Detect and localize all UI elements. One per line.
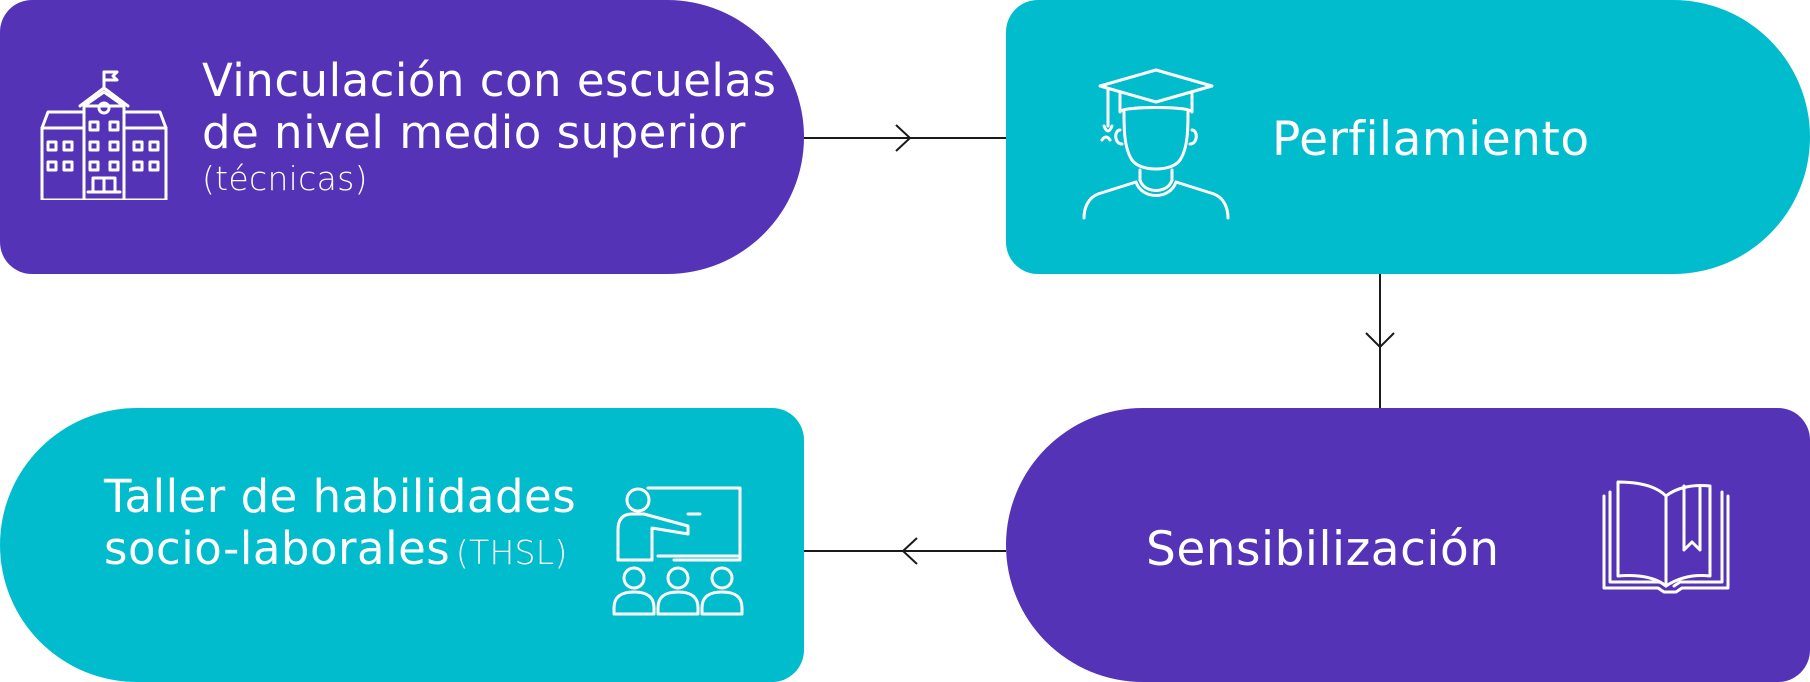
school-building-icon [40, 70, 168, 200]
step-taller-box [0, 408, 804, 682]
step-vinculacion-label: Vinculación con escuelas de nivel medio … [202, 54, 802, 199]
teacher-classroom-icon [612, 486, 744, 616]
step-vinculacion-title: Vinculación con escuelas de nivel medio … [202, 54, 777, 159]
step-taller-subtitle: (THSL) [455, 533, 568, 572]
arrow-right [895, 124, 912, 152]
step-vinculacion-subtitle: (técnicas) [202, 159, 368, 198]
step-sensibilizacion-title: Sensibilización [1146, 522, 1500, 577]
arrow-down [1365, 332, 1395, 349]
open-book-icon [1602, 480, 1730, 594]
graduate-icon [1082, 68, 1230, 220]
arrow-left [901, 537, 918, 565]
step-taller-label: Taller de habilidades socio-laborales (T… [104, 471, 584, 575]
step-perfilamiento-box [1006, 0, 1810, 274]
step-sensibilizacion-box [1006, 408, 1810, 682]
step-taller-title: Taller de habilidades socio-laborales [104, 470, 577, 575]
step-vinculacion-box [0, 0, 804, 274]
step-perfilamiento-title: Perfilamiento [1272, 112, 1590, 167]
